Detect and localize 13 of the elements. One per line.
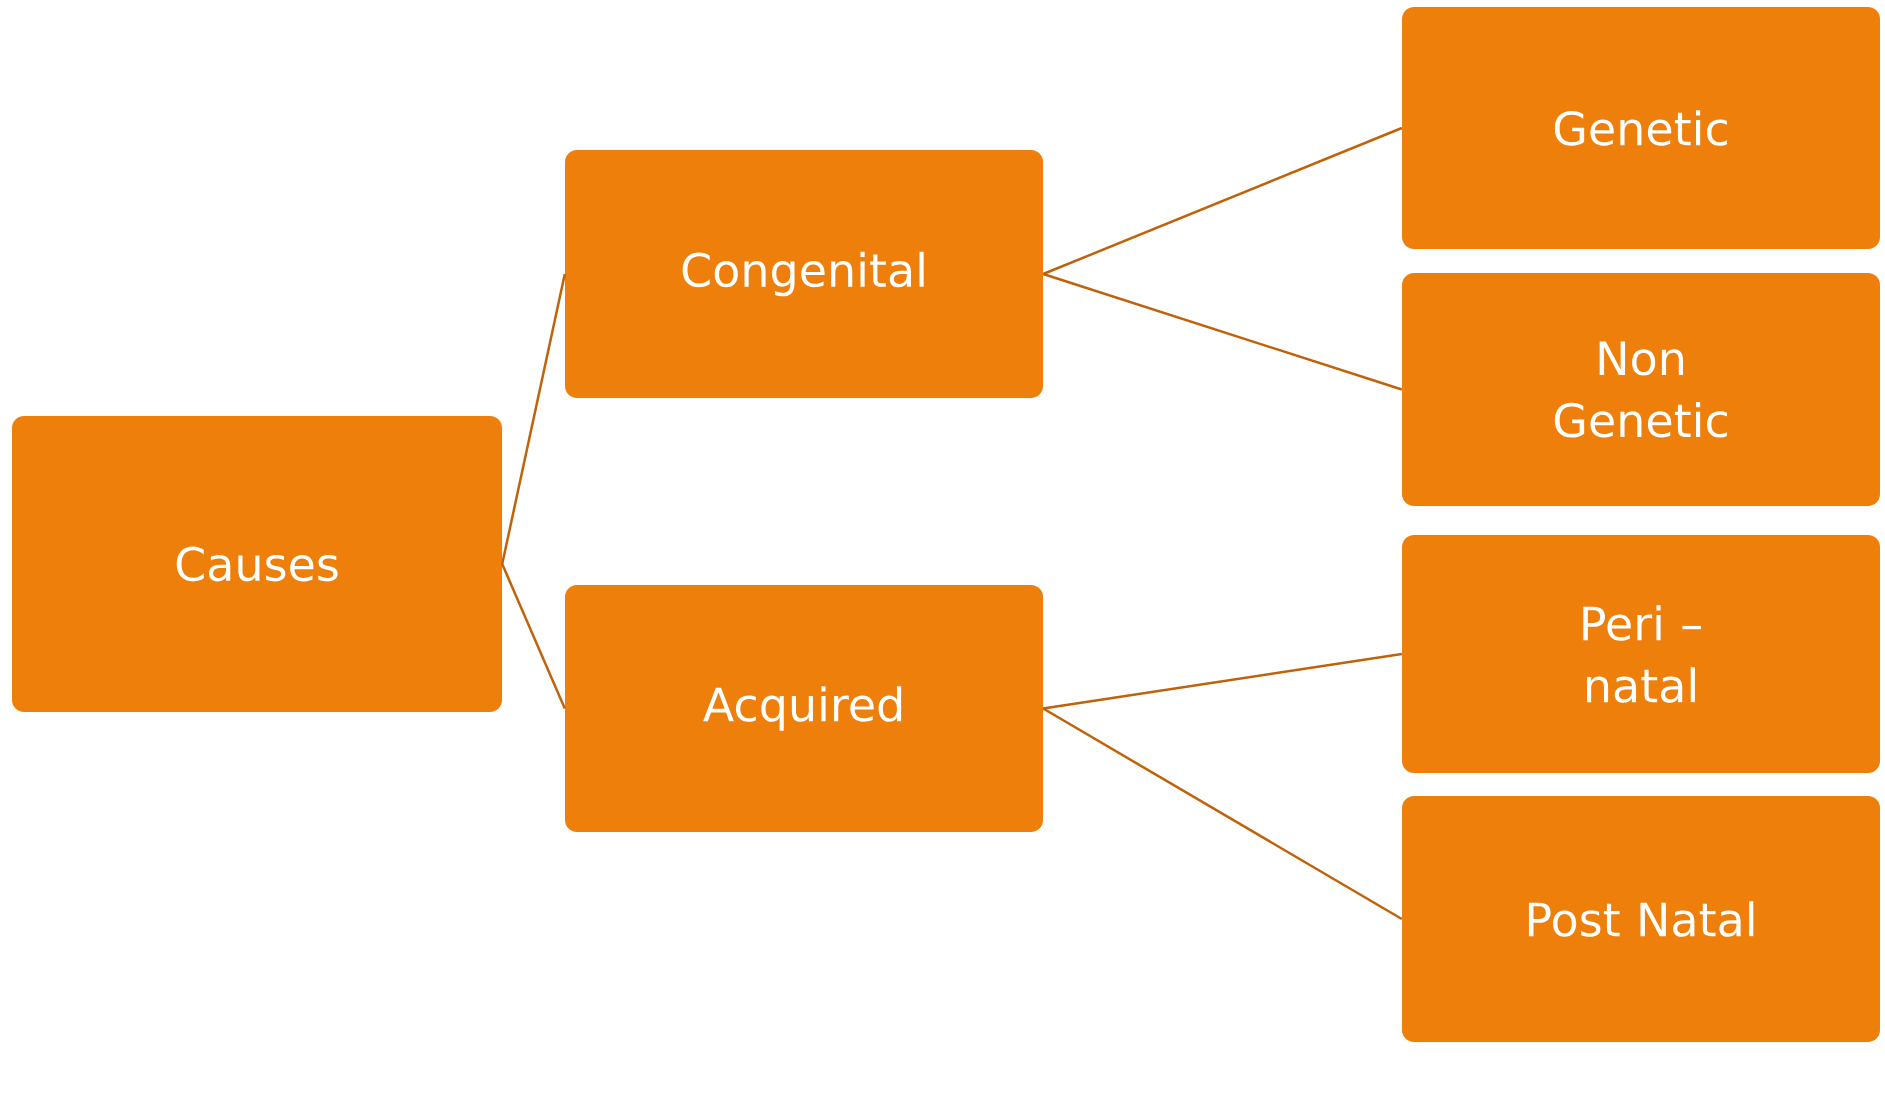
category-box: Post Natal [1402, 796, 1880, 1042]
connector-line [501, 563, 566, 709]
connector-line [1042, 272, 1403, 391]
category-box: Congenital [565, 150, 1043, 398]
category-box: Non Genetic [1402, 273, 1880, 506]
category-box: Peri – natal [1402, 535, 1880, 773]
connector-line [1042, 707, 1403, 921]
connector-line [1042, 126, 1403, 276]
connector-line [501, 273, 567, 565]
category-box: Acquired [565, 585, 1043, 832]
category-box: Genetic [1402, 7, 1880, 249]
category-box: Causes [12, 416, 502, 712]
connector-line [1043, 652, 1402, 710]
